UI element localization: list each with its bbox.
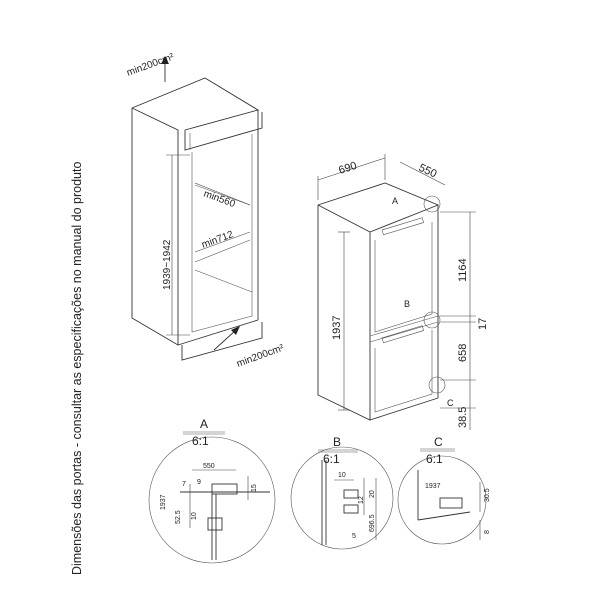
detail-a-dim: 7 <box>182 481 186 488</box>
detail-b-dim: 10 <box>338 472 346 479</box>
detail-a-scale: 6:1 <box>192 434 209 448</box>
callout-c: C <box>447 398 454 408</box>
detail-a-title: A <box>200 417 208 431</box>
detail-a-dim: 10 <box>191 512 198 520</box>
fridge-depth-label: 550 <box>417 162 439 181</box>
detail-c-scale: 6:1 <box>426 452 443 466</box>
detail-a-dim: 9 <box>197 479 201 486</box>
detail-a-dim: 1937 <box>160 494 167 510</box>
detail-a-dim: 52.5 <box>175 510 182 524</box>
vent-top-label: min200cm² <box>125 51 176 78</box>
callout-a: A <box>392 196 398 206</box>
detail-b-dim: 12 <box>358 496 365 504</box>
cabinet-depth-label: min560 <box>202 188 237 210</box>
fridge-height-label: 1937 <box>331 316 343 340</box>
gap-label: 17 <box>477 318 489 330</box>
door-dimensions-note: Dimensões das portas - consultar as espe… <box>70 161 84 575</box>
detail-b-scale: 6:1 <box>323 452 340 466</box>
detail-c-dim: 8 <box>484 530 491 534</box>
detail-c <box>397 448 487 545</box>
detail-a <box>148 431 276 564</box>
upper-door-label: 1164 <box>457 258 469 282</box>
detail-b-dim: 5 <box>352 533 356 540</box>
cabinet-width-label: min712 <box>200 229 235 251</box>
detail-b-dim: 20 <box>369 490 376 498</box>
detail-b-dim: 696.5 <box>369 514 376 532</box>
detail-a-dim: 550 <box>203 463 215 470</box>
fridge-width-label: 690 <box>337 160 358 177</box>
lower-door-label: 658 <box>457 344 469 362</box>
vent-bottom-label: min200cm² <box>235 342 286 369</box>
callout-b: B <box>404 299 410 309</box>
detail-b-title: B <box>333 435 341 449</box>
detail-b <box>290 446 394 550</box>
detail-c-title: C <box>434 435 443 449</box>
fridge-drawing <box>317 154 476 430</box>
detail-a-dim: 15 <box>251 484 258 492</box>
detail-c-dim: 1937 <box>425 483 441 490</box>
detail-c-dim: 30.5 <box>484 488 491 502</box>
bottom-label: 38.5 <box>457 407 469 428</box>
cabinet-drawing <box>131 56 263 361</box>
cabinet-height-label: 1939~1942 <box>162 239 173 290</box>
